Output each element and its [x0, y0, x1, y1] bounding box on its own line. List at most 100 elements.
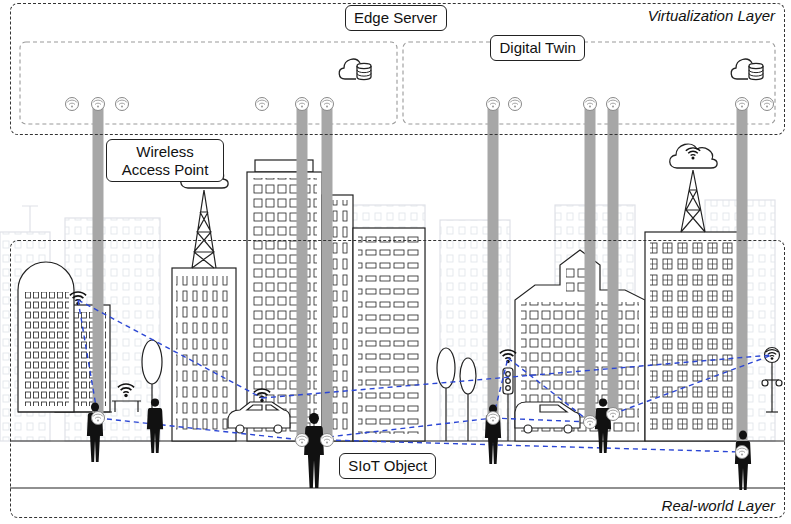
building: [645, 232, 740, 441]
twin-link-bar: [608, 104, 619, 414]
dome-building: [18, 262, 74, 412]
van-windows: [540, 405, 567, 412]
sensor-icon: [92, 412, 105, 425]
layer-label: Virtualization Layer: [645, 7, 778, 24]
building-windows: [650, 238, 736, 434]
callout-box: Wireless Access Point: [106, 139, 224, 182]
van-wheel: [564, 425, 572, 433]
cloud-database-icon: [339, 59, 371, 79]
tall-building: [247, 172, 322, 441]
antenna-tower: [681, 170, 705, 232]
building-windows: [358, 234, 420, 434]
label-box: Edge Server: [345, 5, 447, 31]
car-wheel: [236, 425, 244, 433]
traffic-lamp: [506, 372, 511, 377]
sensor-icon: [321, 98, 334, 111]
background-city: [0, 200, 775, 441]
twin-sensors: [66, 98, 774, 111]
traffic-lamp: [506, 379, 511, 384]
social-link: [327, 440, 742, 452]
cloud-database-icon: [731, 59, 763, 79]
wifi-icon: [686, 148, 700, 160]
traffic-lamp: [506, 386, 511, 391]
building: [353, 228, 425, 441]
box-label: Wireless Access Point: [115, 143, 215, 178]
person: [485, 405, 501, 465]
person: [304, 413, 324, 488]
social-link: [508, 358, 590, 422]
sensor-icon: [584, 416, 597, 429]
person: [735, 431, 751, 491]
street-line: [10, 487, 785, 488]
shelter: [112, 401, 141, 412]
label-box: Digital Twin: [490, 35, 585, 61]
tower-cloud: [670, 144, 717, 168]
object-sensors: [92, 408, 749, 459]
tree-trunk: [467, 394, 468, 441]
lamp-post: [771, 362, 772, 412]
sensor-icon: [321, 434, 334, 447]
car-body: [228, 402, 290, 428]
tree-trunk: [445, 388, 446, 441]
sensor-icon: [66, 98, 79, 111]
lamp-base: [766, 411, 778, 412]
building-windows: [23, 292, 69, 406]
car-windows: [247, 405, 278, 410]
sensor-icon: [509, 98, 522, 111]
sensor-icon: [116, 98, 129, 111]
layer-label: Real-world Layer: [659, 497, 778, 514]
sensor-icon: [487, 98, 500, 111]
lamp-head: [762, 380, 768, 386]
layer-region: Virtualization Layer Edge ServerDigital T…: [10, 3, 785, 135]
social-link: [78, 300, 98, 418]
twin-link-bar: [93, 104, 104, 418]
twin-link-bar: [585, 104, 596, 422]
tree-crown: [460, 358, 476, 394]
twin-links: [93, 104, 748, 452]
lamp-head: [776, 380, 782, 386]
sensor-icon: [92, 98, 105, 111]
box-label: Edge Server: [354, 9, 437, 26]
sensor-icon: [736, 446, 749, 459]
street-furniture: [142, 340, 782, 441]
twin-link-bar: [737, 104, 748, 452]
sensor-icon: [761, 98, 774, 111]
twin-link-bar: [488, 104, 499, 418]
faint-building: [440, 220, 510, 441]
tree-crown: [142, 340, 162, 384]
buildings: [18, 160, 740, 441]
sensor-icon: [296, 98, 309, 111]
layer-region: Real-world Layer SIoT Object: [10, 240, 785, 518]
wifi-icon: [118, 384, 134, 397]
social-link: [262, 355, 772, 398]
social-links: [78, 300, 772, 452]
box-label: SIoT Object: [348, 457, 427, 474]
antenna-tower: [192, 190, 216, 268]
van-wheel: [524, 425, 532, 433]
car-wheel: [274, 425, 282, 433]
box-label: Digital Twin: [499, 39, 575, 56]
sensor-icon: [487, 412, 500, 425]
person: [87, 403, 103, 463]
sensor-icon: [607, 98, 620, 111]
twin-link-bar: [322, 104, 333, 440]
social-link: [613, 355, 772, 414]
social-link: [493, 418, 590, 422]
traffic-light-pole: [507, 394, 508, 441]
faint-antenna: [22, 206, 38, 232]
building-windows: [176, 276, 232, 431]
gabled-building: [515, 250, 645, 441]
sensor-icon: [736, 98, 749, 111]
twin-link-bar: [297, 104, 308, 440]
person: [147, 398, 163, 453]
person: [595, 398, 611, 453]
edge-server-panel: [20, 42, 397, 124]
sensor-icon: [296, 434, 309, 447]
social-link: [78, 300, 262, 398]
sensor-icon: [256, 98, 269, 111]
social-link: [98, 418, 302, 440]
callout-box: SIoT Object: [339, 453, 436, 479]
